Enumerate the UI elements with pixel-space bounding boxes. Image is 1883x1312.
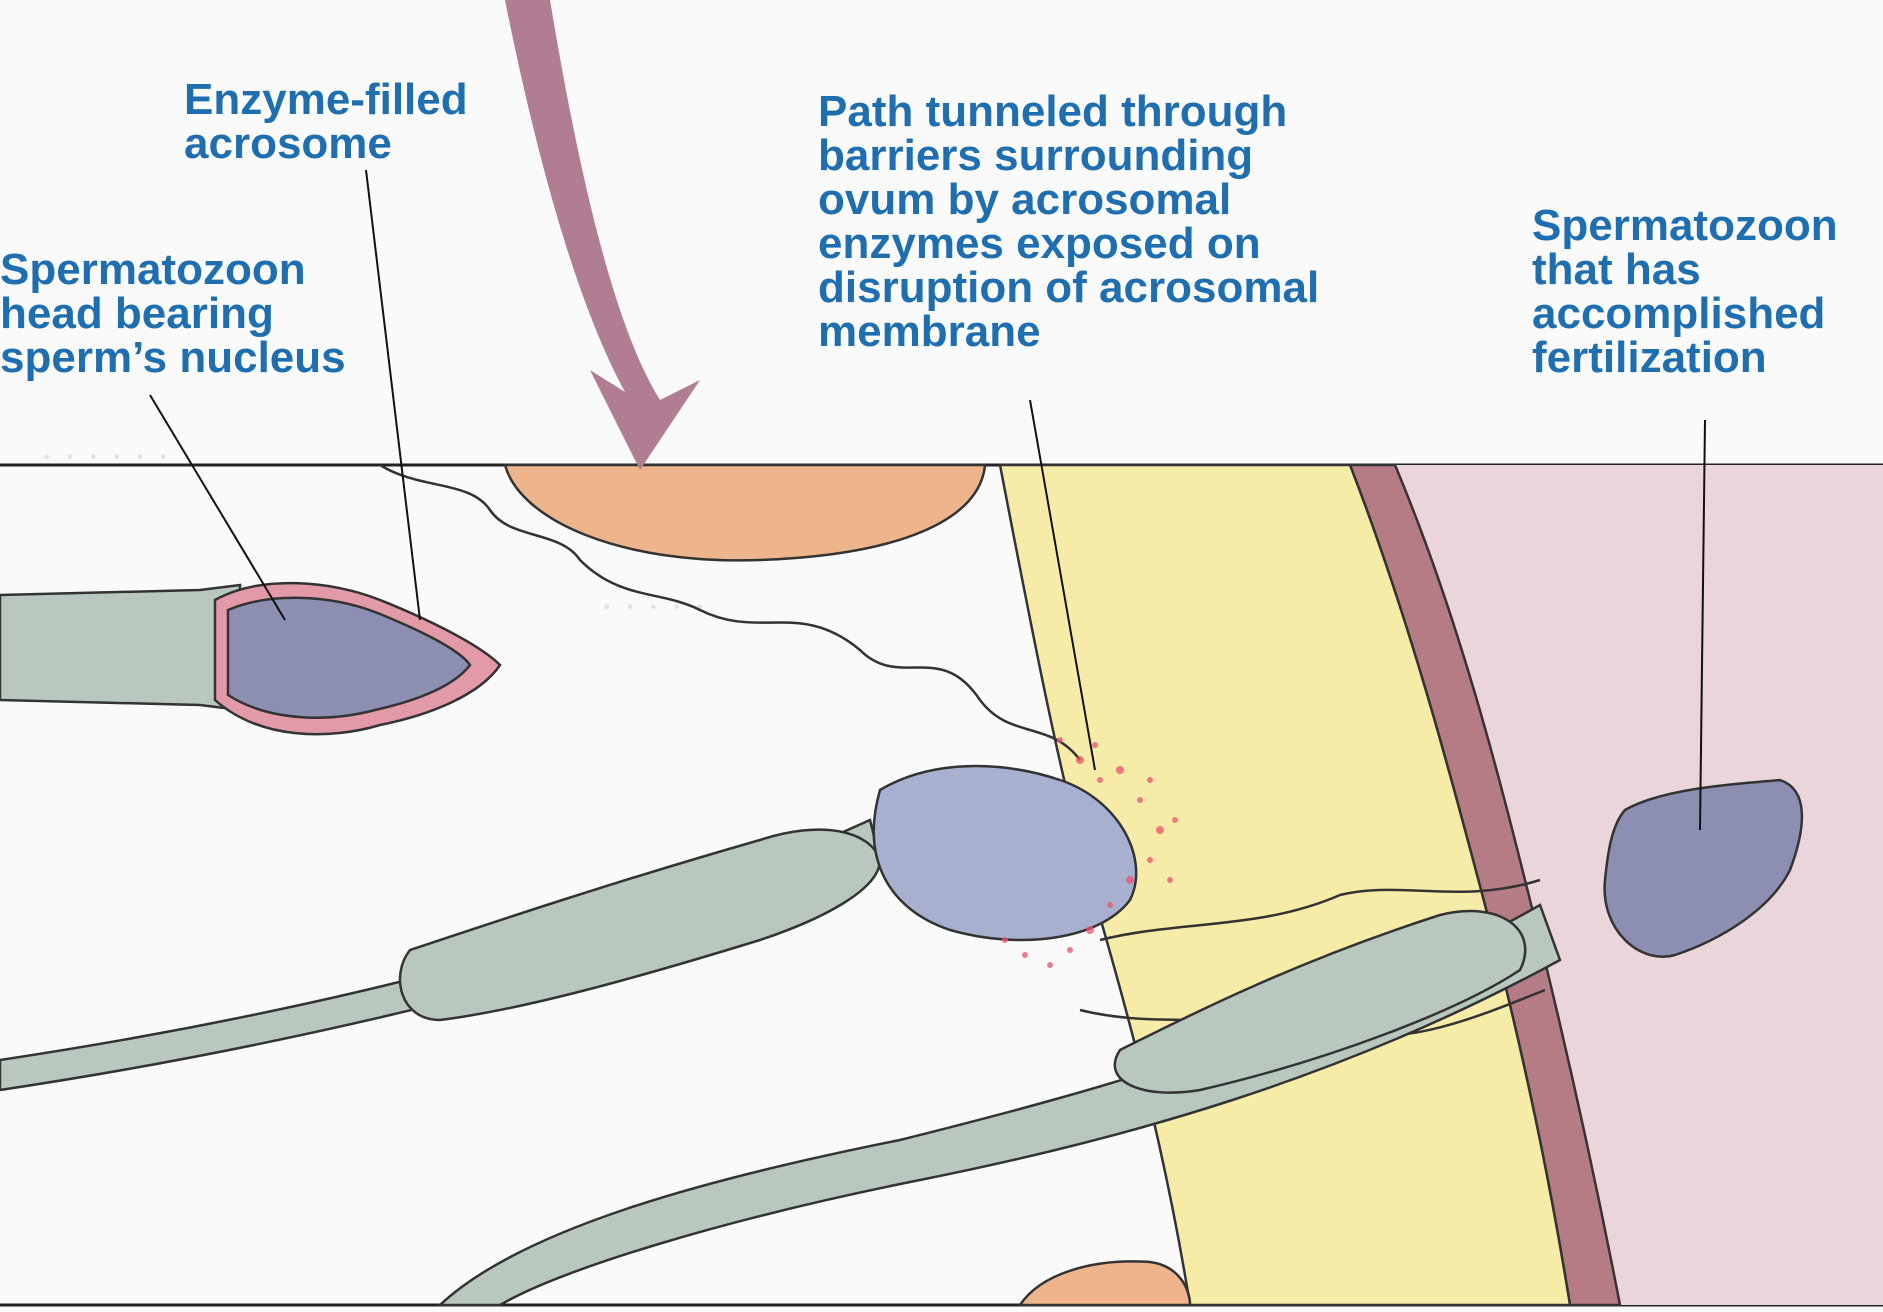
leader-head	[150, 395, 285, 620]
follicle-cell-bottom	[1020, 1261, 1190, 1305]
label-line: ovum by acrosomal	[818, 178, 1319, 222]
label-line: Spermatozoon	[1532, 204, 1838, 248]
label-line: Path tunneled through	[818, 90, 1319, 134]
label-line: that has	[1532, 248, 1838, 292]
label-line: accomplished	[1532, 292, 1838, 336]
label-line: head bearing	[0, 292, 346, 336]
sperm-body-top	[0, 585, 240, 710]
label-line: Spermatozoon	[0, 248, 346, 292]
label-line: acrosome	[184, 122, 468, 166]
label-line: sperm’s nucleus	[0, 336, 346, 380]
label-line: membrane	[818, 310, 1319, 354]
label-line: fertilization	[1532, 336, 1838, 380]
sperm-midpiece-middle	[400, 830, 880, 1020]
label-enzyme-filled-acrosome: Enzyme-filled acrosome	[184, 78, 468, 166]
label-tunneled-path: Path tunneled through barriers surroundi…	[818, 90, 1319, 354]
follicle-cell-top	[505, 465, 985, 560]
label-fertilizing-spermatozoon: Spermatozoon that has accomplished ferti…	[1532, 204, 1838, 380]
label-line: disruption of acrosomal	[818, 266, 1319, 310]
label-spermatozoon-head: Spermatozoon head bearing sperm’s nucleu…	[0, 248, 346, 380]
leader-acrosome	[366, 170, 420, 620]
label-line: barriers surrounding	[818, 134, 1319, 178]
entry-arrow	[505, 0, 700, 470]
svg-text:· · · · · ·: · · · · · ·	[40, 434, 170, 479]
label-line: enzymes exposed on	[818, 222, 1319, 266]
label-line: Enzyme-filled	[184, 78, 468, 122]
